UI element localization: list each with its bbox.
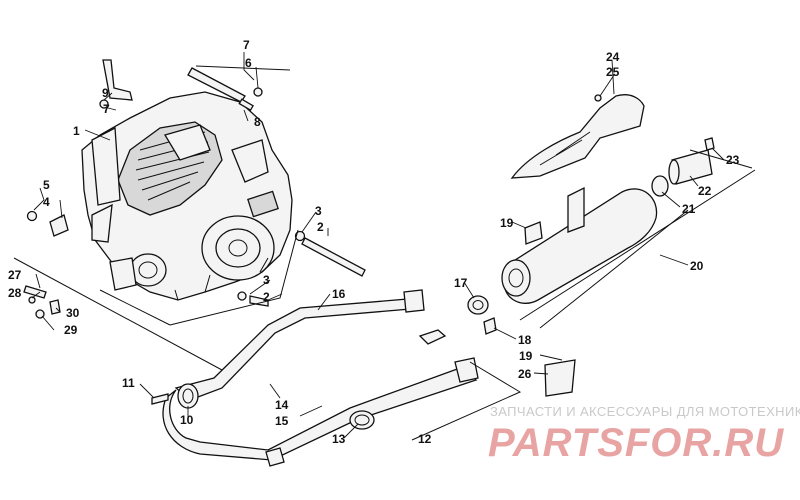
- callout-2: 2: [317, 220, 324, 234]
- callout-7: 7: [243, 38, 250, 52]
- callout-3: 3: [263, 273, 270, 287]
- callout-16: 16: [332, 287, 346, 301]
- callout-4: 4: [43, 195, 50, 209]
- pipe-clamps: [151, 383, 375, 430]
- callout-13: 13: [332, 432, 346, 446]
- callout-labels: 1 2 2 3 3 4 5 6 7 7 8 9 10 11 12 13 14 1…: [8, 38, 740, 446]
- header-pipes: [162, 289, 479, 467]
- mount-fasteners: [26, 210, 366, 307]
- watermark-tagline: ЗАПЧАСТИ И АКСЕССУАРЫ ДЛЯ МОТОТЕХНИКИ: [490, 404, 800, 419]
- callout-29: 29: [64, 323, 78, 337]
- heat-shield: [510, 94, 645, 179]
- watermark-logo: PARTSFOR.RU: [488, 421, 784, 465]
- engine-assembly: [81, 91, 293, 301]
- callout-7: 7: [103, 102, 110, 116]
- reference-lines: [13, 65, 756, 441]
- callout-24: 24: [606, 50, 620, 64]
- callout-25: 25: [606, 65, 620, 79]
- callout-3: 3: [315, 204, 322, 218]
- callout-22: 22: [698, 184, 712, 198]
- callout-2: 2: [263, 290, 270, 304]
- callout-21: 21: [682, 202, 696, 216]
- small-hardware: [23, 285, 61, 319]
- callout-19: 19: [500, 216, 514, 230]
- callout-6: 6: [245, 56, 252, 70]
- callout-10: 10: [180, 413, 194, 427]
- watermark: ЗАПЧАСТИ И АКСЕССУАРЫ ДЛЯ МОТОТЕХНИКИ PA…: [488, 404, 800, 465]
- callout-20: 20: [690, 259, 704, 273]
- callout-28: 28: [8, 286, 22, 300]
- callout-15: 15: [275, 414, 289, 428]
- callout-26: 26: [518, 367, 532, 381]
- muffler: [501, 186, 658, 397]
- callout-8: 8: [254, 115, 261, 129]
- callout-11: 11: [122, 376, 135, 390]
- callout-23: 23: [726, 153, 740, 167]
- callout-14: 14: [275, 398, 289, 412]
- callout-5: 5: [43, 178, 50, 192]
- callout-27: 27: [8, 268, 22, 282]
- callout-12: 12: [418, 432, 432, 446]
- callout-9: 9: [102, 86, 109, 100]
- callout-30: 30: [66, 306, 80, 320]
- connector-gasket: [467, 295, 497, 335]
- callout-17: 17: [454, 276, 468, 290]
- callout-18: 18: [518, 333, 532, 347]
- callout-19: 19: [519, 349, 533, 363]
- leader-lines: [31, 52, 725, 439]
- callout-1: 1: [73, 124, 80, 138]
- exhaust-tip: [651, 137, 715, 197]
